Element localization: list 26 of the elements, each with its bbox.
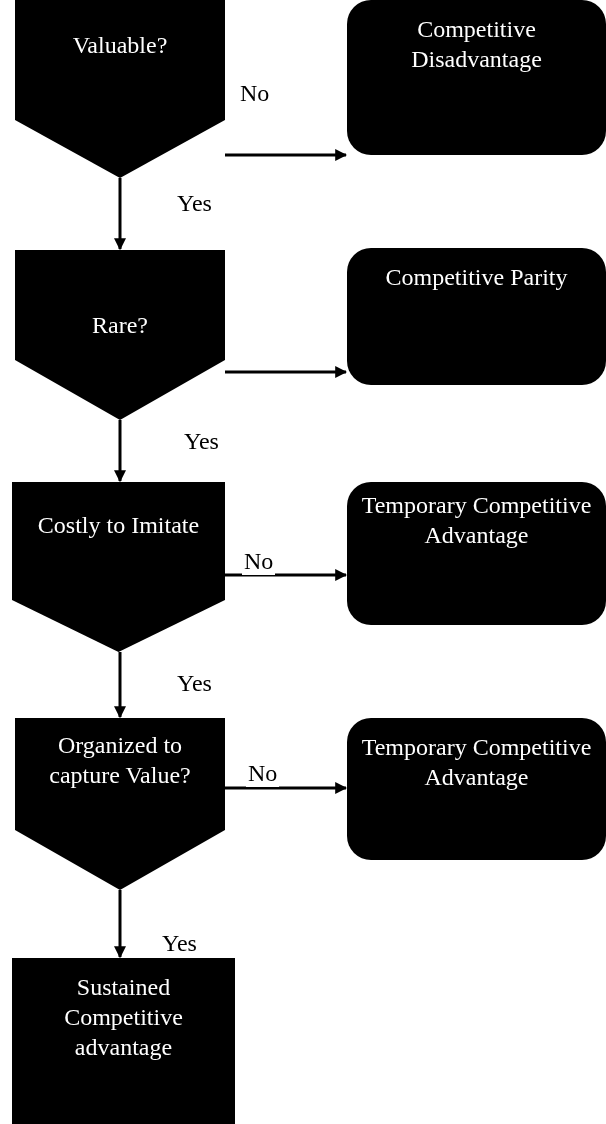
node-text: Temporary Competitive Advantage bbox=[360, 491, 593, 550]
node-text: Costly to Imitate bbox=[36, 511, 201, 540]
arrow bbox=[225, 149, 348, 161]
outcome-box bbox=[347, 718, 606, 860]
arrow bbox=[114, 652, 126, 719]
arrow bbox=[114, 178, 126, 251]
decision-pentagon bbox=[15, 718, 225, 890]
arrow bbox=[225, 366, 348, 378]
arrow bbox=[225, 782, 348, 794]
outcome-box bbox=[347, 248, 606, 385]
arrow bbox=[225, 569, 348, 581]
outcome-box bbox=[347, 482, 606, 625]
node-text: Temporary Competitive Advantage bbox=[360, 733, 593, 792]
outcome-box bbox=[347, 0, 606, 155]
node-text: Competitive Disadvantage bbox=[410, 15, 543, 74]
decision-pentagon bbox=[12, 482, 225, 652]
arrow bbox=[114, 420, 126, 483]
decision-pentagon bbox=[15, 250, 225, 420]
arrow bbox=[114, 890, 126, 959]
decision-pentagon bbox=[15, 0, 225, 178]
result-box bbox=[12, 958, 235, 1124]
node-text: Competitive Parity bbox=[384, 263, 569, 292]
node-text: Organized to capture Value? bbox=[48, 731, 192, 790]
node-text: Valuable? bbox=[71, 31, 169, 60]
node-text: Sustained Competitive advantage bbox=[63, 973, 184, 1062]
node-text: Rare? bbox=[91, 311, 149, 340]
